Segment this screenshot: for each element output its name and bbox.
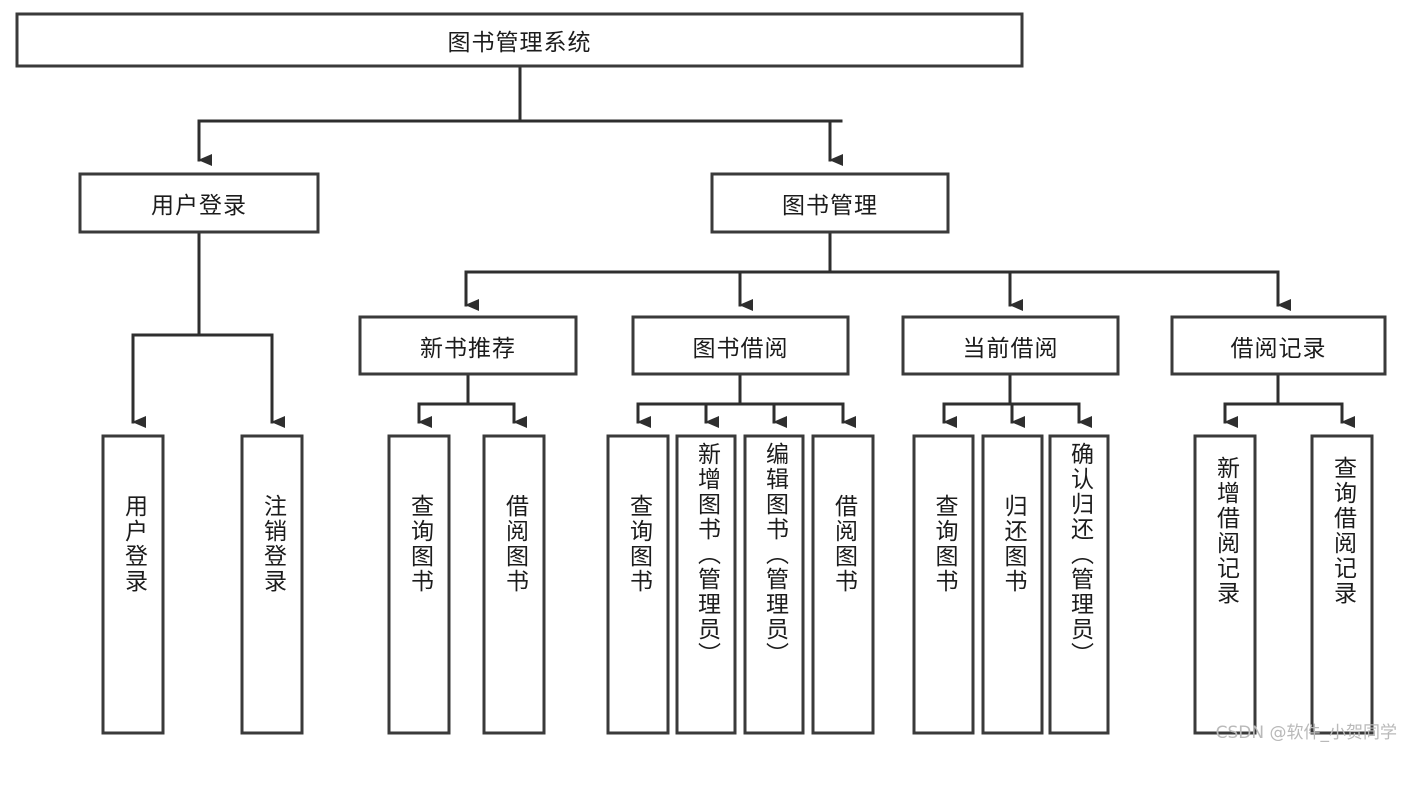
leaf-user-login-0[interactable]	[101, 434, 165, 735]
node-root[interactable]	[15, 12, 1024, 68]
leaf-current-0[interactable]	[912, 434, 975, 735]
edge-root-to-level1	[197, 64, 843, 166]
tree-diagram-svg	[15, 12, 1387, 735]
node-borrow-record[interactable]	[1170, 315, 1387, 376]
edge-userlogin-to-leaves	[131, 230, 285, 428]
diagram-canvas: 图书管理系统 用户登录 图书管理 新书推荐 图书借阅 当前借阅 借阅记录 用户登…	[15, 12, 1397, 743]
leaf-borrow-0[interactable]	[606, 434, 670, 735]
leaf-record-0[interactable]	[1193, 434, 1257, 735]
leaf-borrow-3[interactable]	[811, 434, 875, 735]
leaf-user-login-1[interactable]	[240, 434, 304, 735]
leaf-current-2[interactable]	[1048, 434, 1110, 735]
node-new-book-recommend[interactable]	[358, 315, 578, 376]
leaf-borrow-2[interactable]	[743, 434, 805, 735]
leaf-recommend-1[interactable]	[482, 434, 546, 735]
edge-borrow-to-leaves	[636, 372, 856, 428]
edge-current-to-leaves	[942, 372, 1092, 428]
edge-record-to-leaves	[1223, 372, 1355, 428]
leaf-recommend-0[interactable]	[387, 434, 451, 735]
edge-recommend-to-leaves	[417, 372, 527, 428]
leaf-record-1[interactable]	[1310, 434, 1374, 735]
node-user-login[interactable]	[78, 172, 320, 234]
leaf-current-1[interactable]	[981, 434, 1044, 735]
leaf-borrow-1[interactable]	[675, 434, 737, 735]
edge-bookmanage-to-level2	[464, 230, 1291, 311]
node-book-manage[interactable]	[710, 172, 950, 234]
node-book-borrow[interactable]	[631, 315, 850, 376]
node-current-borrow[interactable]	[901, 315, 1120, 376]
